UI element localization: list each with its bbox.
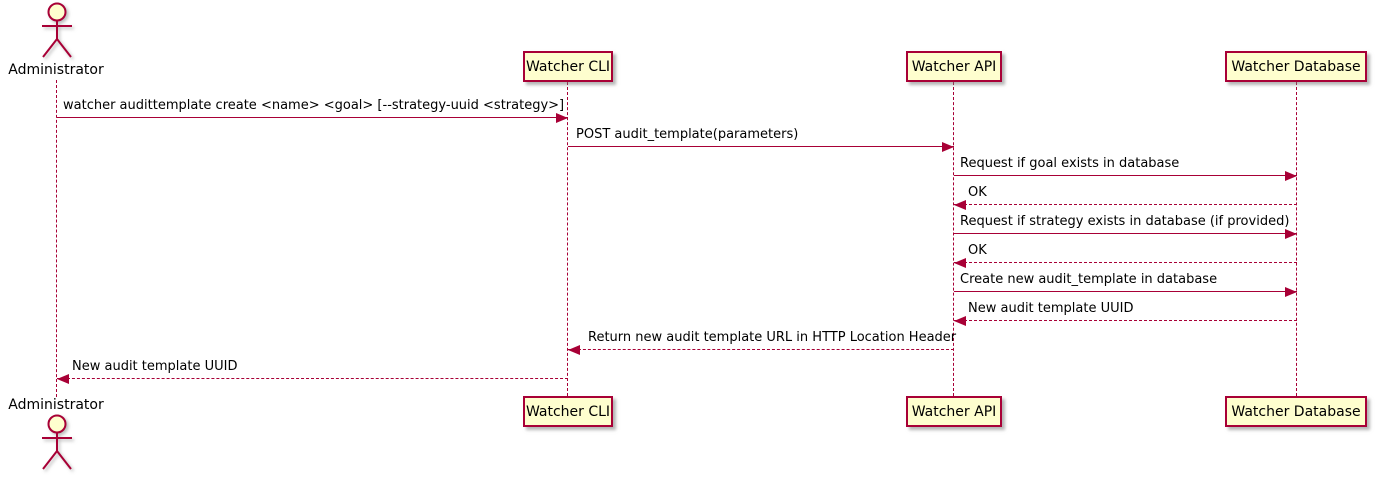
participant-watcher-database-top: Watcher Database [1225, 51, 1367, 82]
participant-label: Watcher CLI [525, 403, 611, 420]
participant-label: Watcher Database [1231, 403, 1361, 420]
administrator-actor-icon [42, 414, 72, 470]
arrowhead-left-icon [954, 316, 966, 326]
message-line [954, 291, 1297, 292]
message-label: OK [968, 243, 987, 258]
participant-watcher-api-top: Watcher API [906, 51, 1002, 82]
message-label: Request if goal exists in database [960, 156, 1180, 171]
actor-label-top: Administrator [8, 62, 104, 78]
lifeline-watcher-api [953, 82, 954, 396]
message-label: New audit template UUID [968, 301, 1134, 316]
participant-label: Watcher API [911, 403, 997, 420]
lifeline-watcher-database [1296, 82, 1297, 396]
arrowhead-left-icon [954, 200, 966, 210]
arrowhead-right-icon [556, 113, 568, 123]
participant-label: Watcher API [911, 58, 997, 75]
participant-watcher-api-bottom: Watcher API [906, 396, 1002, 427]
message-line [954, 204, 1297, 205]
arrowhead-right-icon [1285, 287, 1297, 297]
message-label: Return new audit template URL in HTTP Lo… [588, 330, 957, 345]
arrowhead-right-icon [942, 142, 954, 152]
message-line [954, 233, 1297, 234]
message-line [57, 117, 568, 118]
arrowhead-left-icon [568, 345, 580, 355]
arrowhead-right-icon [1285, 229, 1297, 239]
lifeline-watcher-cli [567, 82, 568, 396]
arrowhead-left-icon [954, 258, 966, 268]
arrowhead-left-icon [57, 374, 69, 384]
message-line [954, 320, 1297, 321]
participant-watcher-cli-top: Watcher CLI [523, 51, 613, 82]
message-label: OK [968, 185, 987, 200]
administrator-actor-icon [42, 2, 72, 58]
message-line [954, 262, 1297, 263]
message-label: New audit template UUID [72, 359, 238, 374]
message-line [568, 349, 954, 350]
message-label: Create new audit_template in database [960, 272, 1218, 287]
message-label: watcher audittemplate create <name> <goa… [63, 98, 565, 113]
participant-watcher-cli-bottom: Watcher CLI [523, 396, 613, 427]
lifeline-administrator [56, 80, 57, 397]
message-line [568, 146, 954, 147]
message-label: Request if strategy exists in database (… [960, 214, 1290, 229]
message-line [57, 378, 568, 379]
message-label: POST audit_template(parameters) [576, 127, 799, 142]
actor-label-bottom: Administrator [8, 397, 104, 413]
participant-label: Watcher Database [1231, 58, 1361, 75]
arrowhead-right-icon [1285, 171, 1297, 181]
participant-label: Watcher CLI [525, 58, 611, 75]
participant-watcher-database-bottom: Watcher Database [1225, 396, 1367, 427]
message-line [954, 175, 1297, 176]
